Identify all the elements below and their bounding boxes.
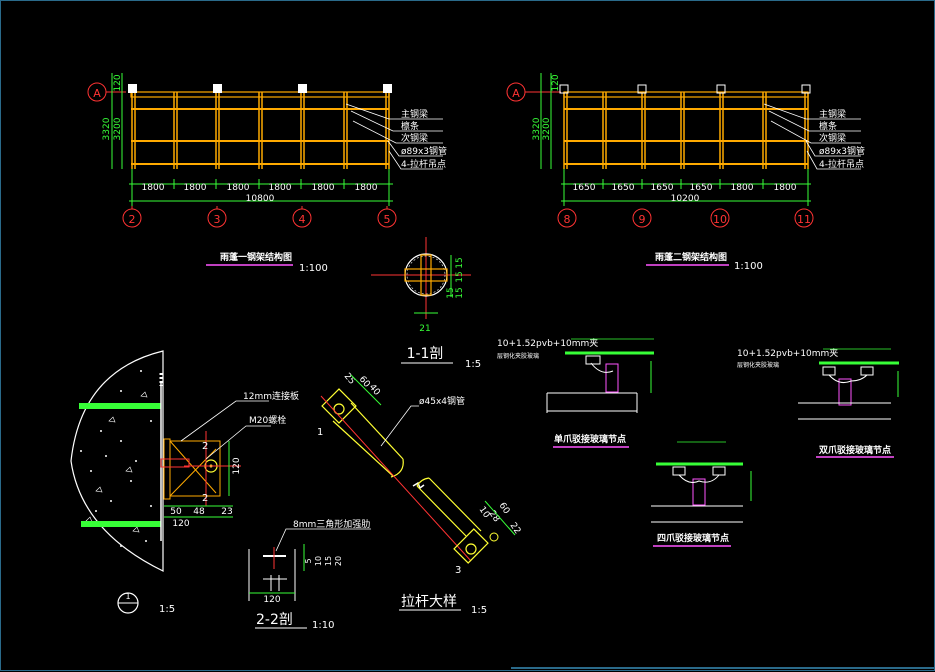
glass-spec: 10+1.52pvb+10mm夹	[497, 337, 598, 349]
detail-symbol: 1	[125, 592, 130, 601]
dim: 120	[172, 519, 189, 529]
drawing-scale: 1:100	[734, 261, 763, 272]
dim: 15	[455, 271, 465, 282]
main-beam	[130, 91, 390, 98]
callout: 次钢梁	[401, 132, 428, 144]
callout: 主钢梁	[819, 108, 846, 120]
detail-scale: 1:5	[159, 604, 175, 615]
anchor-bar	[79, 403, 161, 409]
pipe-label: ø45x4钢管	[419, 395, 465, 407]
concrete-hatch	[80, 370, 152, 547]
dim: 15	[455, 287, 465, 298]
grid-label: 8	[564, 213, 571, 226]
drawing-title: 雨蓬一钢架结构图	[220, 251, 292, 263]
rib-label: 8mm三角形加强肋	[293, 518, 370, 530]
section-1-1: 15 15 15 15 21 1-1剖 1:5	[371, 237, 481, 370]
callout: ø89x3钢管	[401, 145, 447, 157]
dim: 120	[263, 595, 280, 605]
axis-label: A	[93, 87, 101, 100]
dim-left: 120	[113, 74, 123, 91]
callout: 4-拉杆吊点	[401, 158, 446, 170]
callout: 檩条	[819, 120, 837, 132]
dim-total: 10200	[671, 194, 700, 204]
dim-bottom: 1650	[573, 183, 596, 193]
dim-bottom: 1800	[142, 183, 165, 193]
dim: 50	[170, 507, 182, 517]
section-scale: 1:5	[465, 359, 481, 370]
single-claw-node: 10+1.52pvb+10mm夹 层钢化夹胶玻璃 单爪驳接玻璃节点	[497, 337, 654, 448]
grid-label: 9	[639, 213, 646, 226]
axis-label: A	[512, 87, 520, 100]
rod-marker: 1	[317, 427, 323, 438]
callout: 次钢梁	[819, 132, 846, 144]
glass-spec-sub: 层钢化夹胶玻璃	[497, 352, 539, 360]
double-claw-node: 10+1.52pvb+10mm夹 层钢化夹胶玻璃 双爪驳接玻璃节点	[737, 347, 899, 458]
secondary-beams	[131, 92, 390, 169]
detail-label: 12mm连接板	[243, 390, 299, 402]
elevation-2: A 120 3200 3320	[506, 73, 865, 272]
dim-left: 3320	[102, 117, 112, 140]
dim-bottom: 1800	[355, 183, 378, 193]
elevation-1: A 120 3200 3320	[87, 73, 447, 274]
grid-label: 4	[299, 213, 306, 226]
quad-claw-node: 四爪驳接玻璃节点	[651, 441, 752, 547]
dim-bottom: 1800	[227, 183, 250, 193]
dim: 15	[446, 287, 456, 298]
dim: 21	[419, 324, 430, 334]
node-title: 单爪驳接玻璃节点	[554, 433, 626, 445]
dim-bottom: 1650	[690, 183, 713, 193]
anchor-bar	[81, 521, 161, 527]
dim-bottom: 1650	[612, 183, 635, 193]
grid-label: 11	[797, 213, 811, 226]
dim-total: 10800	[246, 194, 275, 204]
drawing-scale: 1:100	[299, 263, 328, 274]
dim-bottom: 1800	[269, 183, 292, 193]
section-marker: 2	[202, 493, 208, 504]
rod-detail: 1 3 25 60 40 10 28 60 22 ø45x4钢管 拉杆大样 1:…	[317, 372, 522, 616]
callout: 檩条	[401, 120, 419, 132]
dim-left: 120	[551, 74, 561, 91]
dim-bottom: 1800	[731, 183, 754, 193]
callout: 4-拉杆吊点	[819, 158, 864, 170]
dim-left: 3320	[532, 117, 542, 140]
dim: 48	[193, 507, 205, 517]
dim: 23	[221, 507, 232, 517]
section-title: 1-1剖	[407, 346, 444, 362]
dim-bottom: 1800	[184, 183, 207, 193]
detail-label: M20螺栓	[249, 414, 286, 426]
node-title: 双爪驳接玻璃节点	[819, 444, 891, 456]
dim: 20	[334, 556, 343, 566]
section-title: 2-2剖	[256, 612, 293, 628]
hanger-points	[128, 84, 392, 93]
dim: 10	[314, 556, 323, 566]
grid-label: 3	[214, 213, 221, 226]
dim: 15	[324, 556, 333, 566]
dim: 15	[455, 257, 465, 268]
dim-bottom: 1650	[651, 183, 674, 193]
dim-left: 3200	[542, 117, 552, 140]
callout: ø89x3钢管	[819, 145, 865, 157]
dim-left: 3200	[113, 117, 123, 140]
rod-marker: 3	[455, 565, 461, 576]
grid-label: 2	[129, 213, 136, 226]
section-2-2: 8mm三角形加强肋 5 10 15 20 120 2-2剖 1:10	[248, 518, 371, 631]
dim: 120	[232, 457, 242, 474]
drawing-title: 雨蓬二钢架结构图	[655, 251, 727, 263]
node-title: 四爪驳接玻璃节点	[657, 532, 729, 544]
glass-spec-sub: 层钢化夹胶玻璃	[737, 361, 779, 369]
dim-bottom: 1800	[312, 183, 335, 193]
grid-label: 10	[713, 213, 727, 226]
callout: 主钢梁	[401, 108, 428, 120]
wall-connection-detail: 12mm连接板 M20螺栓 2 2 120 50 48 23 120 1 1:5	[70, 350, 299, 615]
dim: 5	[304, 558, 313, 563]
detail-title: 拉杆大样	[401, 594, 457, 610]
detail-scale: 1:5	[471, 605, 487, 616]
section-scale: 1:10	[312, 620, 334, 631]
glass-spec: 10+1.52pvb+10mm夹	[737, 347, 838, 359]
dim-bottom: 1800	[774, 183, 797, 193]
grid-label: 5	[384, 213, 391, 226]
section-marker: 2	[202, 441, 208, 452]
